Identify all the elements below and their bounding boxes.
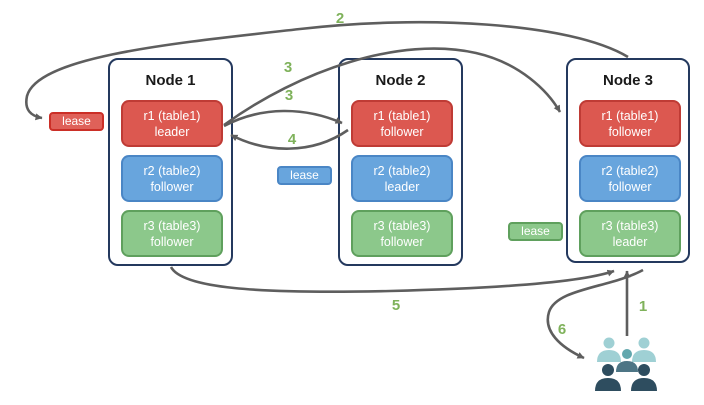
node-1: Node 1 r1 (table1) leader r2 (table2) fo… [108, 58, 233, 266]
node-3-replica-r1: r1 (table1) follower [579, 100, 681, 147]
step-label-6: 6 [557, 321, 567, 338]
replica-name: r2 (table2) [373, 163, 431, 178]
replica-role: follower [608, 179, 652, 194]
replica-name: r2 (table2) [143, 163, 201, 178]
lease-badge-table1: lease [49, 112, 104, 131]
node-2-replica-r1: r1 (table1) follower [351, 100, 453, 147]
node-3-title: Node 3 [602, 72, 653, 89]
replica-role: follower [380, 124, 424, 139]
replica-role: leader [612, 234, 648, 249]
lease-badge-table3: lease [508, 222, 563, 241]
node-3: Node 3 r1 (table1) follower r2 (table2) … [566, 58, 690, 263]
replica-role: follower [608, 124, 652, 139]
arrow-step-6 [546, 268, 644, 360]
replica-name: r3 (table3) [143, 218, 201, 233]
users-group-icon [595, 337, 657, 391]
arrow-step-3-to-node2 [223, 109, 343, 128]
replica-name: r1 (table1) [601, 108, 659, 123]
step-label-4: 4 [287, 131, 297, 148]
node-1-replica-r3: r3 (table3) follower [121, 210, 223, 257]
step-label-3b: 3 [284, 87, 294, 104]
replica-name: r3 (table3) [601, 218, 659, 233]
replica-name: r2 (table2) [601, 163, 659, 178]
lease-badge-table2: lease [277, 166, 332, 185]
arrow-step-5 [169, 266, 615, 293]
node-2-replica-r2: r2 (table2) leader [351, 155, 453, 202]
replica-role: leader [154, 124, 190, 139]
node-2-replica-r3: r3 (table3) follower [351, 210, 453, 257]
step-label-2: 2 [335, 10, 345, 27]
node-1-replica-r1: r1 (table1) leader [121, 100, 223, 147]
replica-role: follower [150, 179, 194, 194]
step-label-5: 5 [391, 297, 401, 314]
node-2: Node 2 r1 (table1) follower r2 (table2) … [338, 58, 463, 266]
node-1-title: Node 1 [145, 72, 196, 89]
node-2-title: Node 2 [375, 72, 426, 89]
node-3-replica-r2: r2 (table2) follower [579, 155, 681, 202]
node-1-replica-r2: r2 (table2) follower [121, 155, 223, 202]
node-3-replica-r3: r3 (table3) leader [579, 210, 681, 257]
replica-name: r3 (table3) [373, 218, 431, 233]
replica-role: follower [380, 234, 424, 249]
step-label-1: 1 [638, 298, 648, 315]
replica-name: r1 (table1) [373, 108, 431, 123]
replica-role: leader [384, 179, 420, 194]
replica-name: r1 (table1) [143, 108, 201, 123]
step-label-3a: 3 [283, 59, 293, 76]
replica-role: follower [150, 234, 194, 249]
